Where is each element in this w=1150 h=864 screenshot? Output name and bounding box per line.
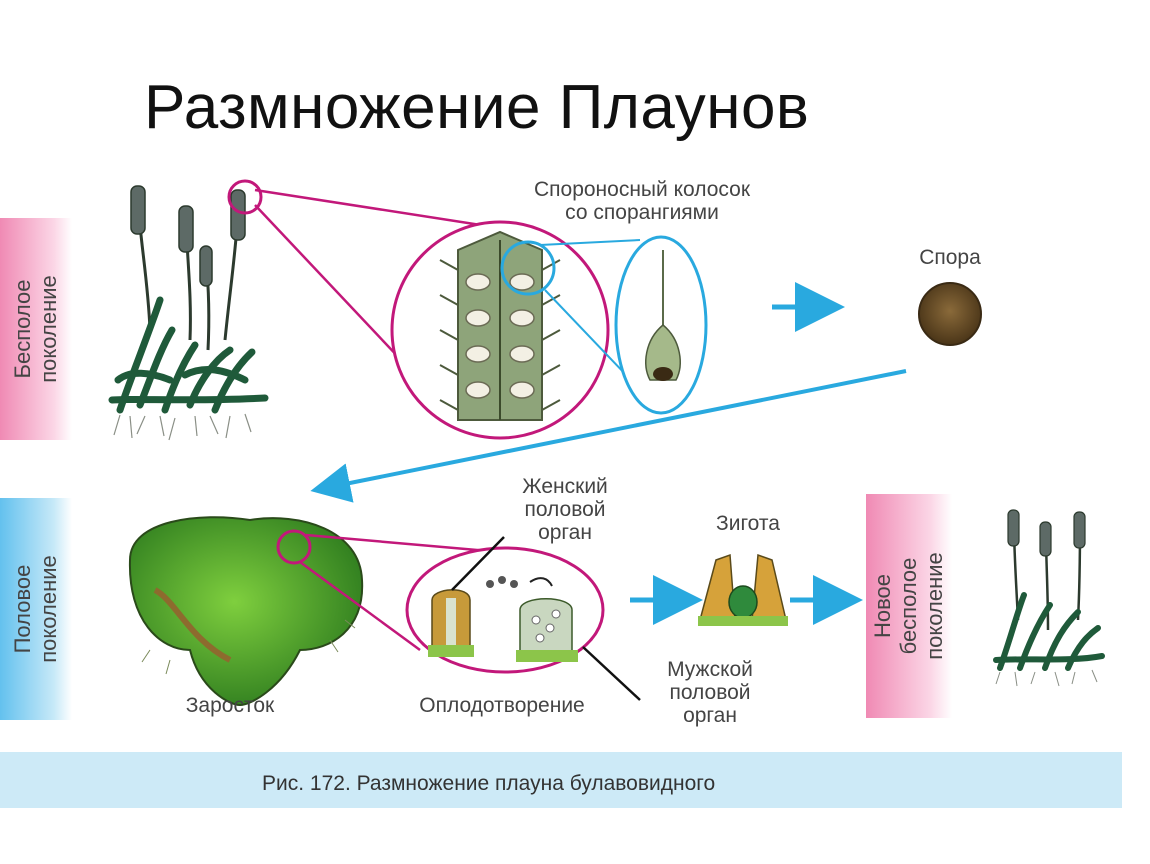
spore-image [918, 282, 982, 346]
fertilization-magnified [405, 546, 605, 674]
club-moss-plant [108, 179, 269, 441]
spore-spike-magnified [390, 220, 610, 440]
page-title: Размножение Плаунов [144, 73, 810, 142]
fertilization-label: Оплодотворение [419, 694, 585, 717]
female-organ-label: Женский половой орган [522, 475, 608, 544]
male-organ-label: Мужской половой орган [667, 658, 753, 727]
male-organ-pointer [582, 646, 641, 701]
sexual-generation-band: Половое поколение [0, 498, 72, 720]
asexual-generation-band: Бесполое поколение [0, 218, 72, 440]
new-asexual-generation-band: Новое бесполое поколение [866, 494, 952, 718]
new-club-moss-plant [993, 509, 1105, 687]
prothallus-image [128, 516, 364, 707]
arrow-spore-to-prothallus [310, 369, 907, 503]
prothallus-label: Заросток [185, 694, 275, 717]
caption-bar [0, 752, 1122, 808]
sporangium [614, 235, 708, 415]
zygote-label: Зигота [716, 512, 780, 535]
zygote-image [698, 553, 788, 626]
female-organ-pointer [451, 536, 505, 591]
figure-caption: Рис. 172. Размножение плауна булавовидно… [262, 772, 716, 795]
spore-label: Спора [919, 246, 981, 269]
spore-spike-label: Спороносный колосок со спорангиями [533, 178, 751, 224]
